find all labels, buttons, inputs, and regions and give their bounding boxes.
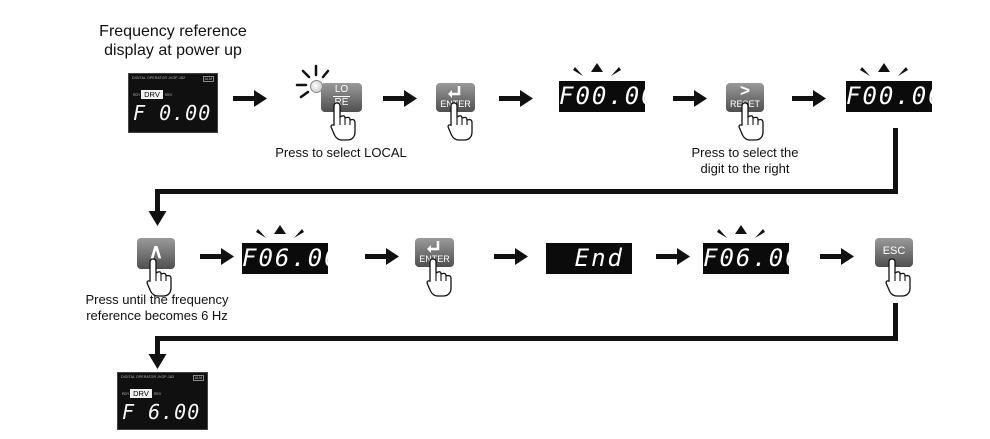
up-arrow-icon: ∧ [148,241,164,263]
esc-key[interactable]: ESC [875,238,913,267]
operator-mode: DRV [141,90,163,99]
operator-rdy: RDY [122,392,130,396]
display-d4: End [546,243,632,274]
lo-label: LO [334,84,349,95]
arrow-r1-1 [233,90,267,107]
display-d2: F00.00 [846,81,945,112]
return-line-2 [148,303,898,369]
reset-label: RESET [729,99,760,109]
title-line-2: display at power up [104,42,242,59]
display-d3-text: F06.00 [242,244,341,272]
arrow-r1-4 [673,90,707,107]
operator-value: F 0.00 [133,101,212,125]
blink-icon [256,225,304,238]
blink-icon [717,225,765,238]
title-line-1: Frequency reference [99,23,247,40]
operator-screen-end: DIGITAL OPERATOR JVOP-182 ALM RDY DRV RE… [117,372,208,430]
arrow-r2-1 [200,248,234,265]
arrow-r1-3 [499,90,533,107]
caption-freq: Press until the frequency reference beco… [62,292,252,324]
blink-icon [573,63,621,76]
caption-digit-line-2: digit to the right [700,161,790,176]
lo-re-key[interactable]: LO RE [321,83,362,112]
caption-local: Press to select LOCAL [275,145,407,160]
arrow-r2-5 [820,248,854,265]
enter-arrow-icon [424,240,444,255]
operator-header: DIGITAL OPERATOR JVOP-182 [121,375,175,379]
re-label: RE [334,97,349,108]
operator-mode: DRV [130,389,152,398]
esc-label: ESC [882,245,906,257]
display-d2-text: F00.00 [846,82,945,110]
enter-label: ENTER [419,254,450,264]
arrow-r2-4 [656,248,690,265]
display-d1-text: F00.00 [559,82,658,110]
operator-rev: REV [165,93,173,97]
display-d5-text: F06.00 [703,244,802,272]
operator-alm: ALM [202,76,214,82]
operator-header: DIGITAL OPERATOR JVOP-182 [132,76,186,80]
operator-alm: ALM [192,375,204,381]
caption-digit: Press to select the digit to the right [670,145,820,177]
reset-arrow-icon: > [740,81,750,100]
enter-label: ENTER [440,99,471,109]
lo-re-divider [333,96,350,97]
title: Frequency reference display at power up [78,22,268,60]
arrow-r2-3 [494,248,528,265]
display-d5: F06.00 [703,243,802,274]
display-d4-text: End [574,244,624,272]
operator-rdy: RDY [133,93,141,97]
up-key[interactable]: ∧ [137,238,175,269]
caption-digit-line-1: Press to select the [691,145,799,160]
operator-screen-start: DIGITAL OPERATOR JVOP-182 ALM RDY DRV RE… [128,73,218,133]
led-indicator [310,80,323,93]
operator-rev: REV [154,392,162,396]
arrow-r1-5 [792,90,826,107]
operator-value: F 6.00 [122,400,201,424]
caption-freq-line-1: Press until the frequency [85,292,229,307]
enter-key-2[interactable]: ENTER [415,238,454,267]
display-d3: F06.00 [242,243,341,274]
arrow-r1-2 [383,90,417,107]
return-line-1 [148,128,898,226]
arrow-r2-2 [365,248,399,265]
display-d1: F00.00 [559,81,658,112]
blink-icon [860,63,908,76]
caption-freq-line-2: reference becomes 6 Hz [86,308,228,323]
enter-arrow-icon [445,85,465,100]
enter-key[interactable]: ENTER [436,83,475,112]
reset-key[interactable]: > RESET [726,81,764,112]
